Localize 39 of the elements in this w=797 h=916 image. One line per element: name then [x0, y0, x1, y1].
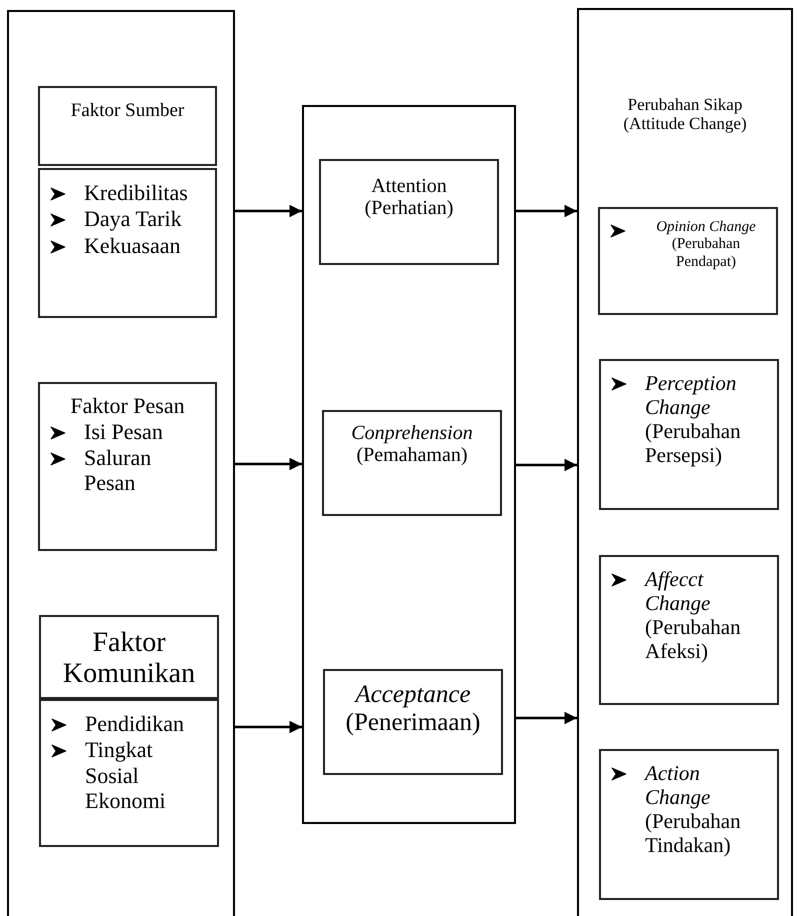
arrow: [516, 204, 577, 218]
list-box: [38, 168, 217, 318]
list-box: [598, 207, 778, 315]
box-label: Faktor Pesan: [69, 394, 186, 419]
process-box: [319, 159, 499, 265]
box-label: Conprehension (Pemahaman): [350, 422, 474, 467]
list-item-text: Opinion Change (Perubahan Pendapat): [655, 219, 757, 271]
list-item-text: Daya Tarik: [84, 206, 183, 232]
box-label: Faktor Sumber: [70, 100, 186, 122]
panel-box: [302, 105, 516, 824]
process-box: [322, 410, 502, 516]
box-label: Acceptance (Penerimaan): [344, 681, 482, 737]
process-box: [323, 669, 503, 775]
panel-box: [577, 8, 793, 916]
process-box: [39, 615, 219, 699]
list-item-text: Tingkat Sosial Ekonomi: [85, 737, 167, 814]
list-box: [599, 555, 779, 705]
process-box: [38, 86, 217, 166]
list-box: [599, 749, 779, 900]
list-item-text: Kredibilitas: [84, 180, 189, 206]
list-box: [599, 359, 779, 510]
panel-box: [7, 10, 235, 916]
list-box: [38, 382, 217, 551]
list-item-text: Kekuasaan: [84, 232, 182, 258]
list-item-text: Isi Pesan: [84, 418, 164, 444]
list-box: [39, 699, 219, 847]
arrow: [516, 712, 577, 724]
panel-heading: Perubahan Sikap (Attitude Change): [622, 95, 748, 134]
list-item-text: Saluran Pesan: [84, 444, 152, 496]
list-item-text: Action Change (Perubahan Tindakan): [645, 761, 742, 858]
arrow: [235, 458, 302, 470]
arrow: [235, 204, 302, 218]
box-label: Faktor Komunikan: [62, 627, 196, 690]
list-item-text: Pendidikan: [85, 711, 185, 736]
arrow: [235, 720, 302, 734]
list-item-text: Affecct Change (Perubahan Afeksi): [645, 567, 742, 664]
box-label: Attention (Perhatian): [364, 175, 454, 220]
list-item-text: Perception Change (Perubahan Persepsi): [645, 371, 742, 468]
arrow: [516, 458, 577, 472]
